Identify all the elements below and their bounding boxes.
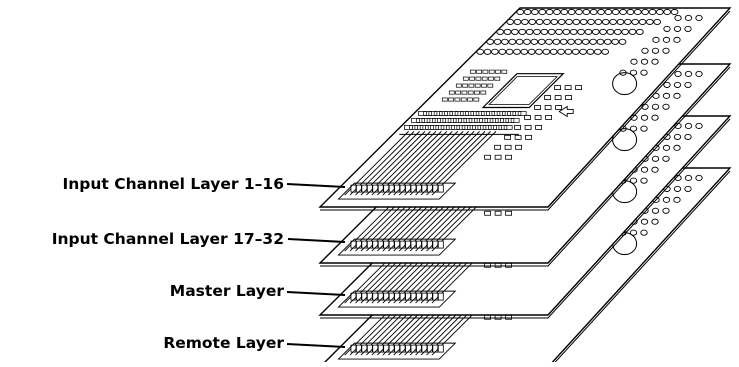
fader-cap-icon: [367, 185, 372, 192]
fader-cap-icon: [433, 345, 438, 352]
fader-cap-icon: [438, 241, 443, 248]
leader-remote: [287, 344, 345, 347]
fader-cap-icon: [422, 241, 427, 248]
label-input-channel-layer-1-16: Input Channel Layer 1–16: [62, 175, 284, 193]
fader-cap-icon: [422, 185, 427, 192]
fader-cap-icon: [433, 293, 438, 300]
fader-cap-icon: [373, 185, 378, 192]
fader-cap-icon: [384, 185, 389, 192]
fader-cap-icon: [384, 293, 389, 300]
fader-cap-icon: [373, 345, 378, 352]
fader-cap-icon: [411, 293, 416, 300]
leader-input-1-16: [287, 184, 345, 187]
fader-cap-icon: [427, 293, 432, 300]
fader-cap-icon: [362, 241, 367, 248]
leader-input-17-32: [288, 239, 345, 242]
fader-cap-icon: [373, 293, 378, 300]
fader-cap-icon: [400, 241, 405, 248]
fader-cap-icon: [416, 345, 421, 352]
fader-cap-icon: [406, 345, 411, 352]
leader-master: [287, 292, 345, 295]
fader-cap-icon: [389, 241, 394, 248]
fader-cap-icon: [438, 185, 443, 192]
label-input-channel-layer-17-32: Input Channel Layer 17–32: [52, 230, 284, 248]
fader-cap-icon: [395, 293, 400, 300]
fader-cap-icon: [400, 185, 405, 192]
fader-cap-icon: [416, 293, 421, 300]
fader-cap-icon: [389, 293, 394, 300]
fader-cap-icon: [384, 345, 389, 352]
fader-cap-icon: [378, 185, 383, 192]
fader-cap-icon: [433, 185, 438, 192]
fader-cap-icon: [438, 345, 443, 352]
fader-cap-icon: [438, 293, 443, 300]
fader-cap-icon: [411, 185, 416, 192]
fader-cap-icon: [395, 345, 400, 352]
fader-cap-icon: [362, 293, 367, 300]
fader-cap-icon: [356, 241, 361, 248]
fader-cap-icon: [389, 185, 394, 192]
label-master-layer: Master Layer: [170, 282, 284, 300]
fader-cap-icon: [356, 185, 361, 192]
fader-cap-icon: [422, 345, 427, 352]
fader-cap-icon: [378, 345, 383, 352]
fader-cap-icon: [422, 293, 427, 300]
fader-cap-icon: [400, 293, 405, 300]
fader-cap-icon: [406, 185, 411, 192]
fader-cap-icon: [378, 241, 383, 248]
fader-cap-icon: [395, 185, 400, 192]
fader-cap-icon: [356, 293, 361, 300]
fader-cap-icon: [362, 185, 367, 192]
fader-cap-icon: [378, 293, 383, 300]
fader-cap-icon: [367, 241, 372, 248]
fader-cap-icon: [411, 241, 416, 248]
fader-cap-icon: [384, 241, 389, 248]
fader-cap-icon: [427, 241, 432, 248]
fader-cap-icon: [427, 185, 432, 192]
fader-cap-icon: [433, 241, 438, 248]
fader-cap-icon: [411, 345, 416, 352]
fader-cap-icon: [367, 345, 372, 352]
label-remote-layer: Remote Layer: [163, 334, 284, 352]
fader-cap-icon: [373, 241, 378, 248]
fader-cap-icon: [367, 293, 372, 300]
fader-cap-icon: [416, 241, 421, 248]
fader-cap-icon: [416, 185, 421, 192]
fader-cap-icon: [406, 241, 411, 248]
fader-cap-icon: [406, 293, 411, 300]
fader-cap-icon: [427, 345, 432, 352]
fader-cap-icon: [356, 345, 361, 352]
fader-cap-icon: [400, 345, 405, 352]
fader-cap-icon: [395, 241, 400, 248]
fader-cap-icon: [362, 345, 367, 352]
fader-cap-icon: [389, 345, 394, 352]
